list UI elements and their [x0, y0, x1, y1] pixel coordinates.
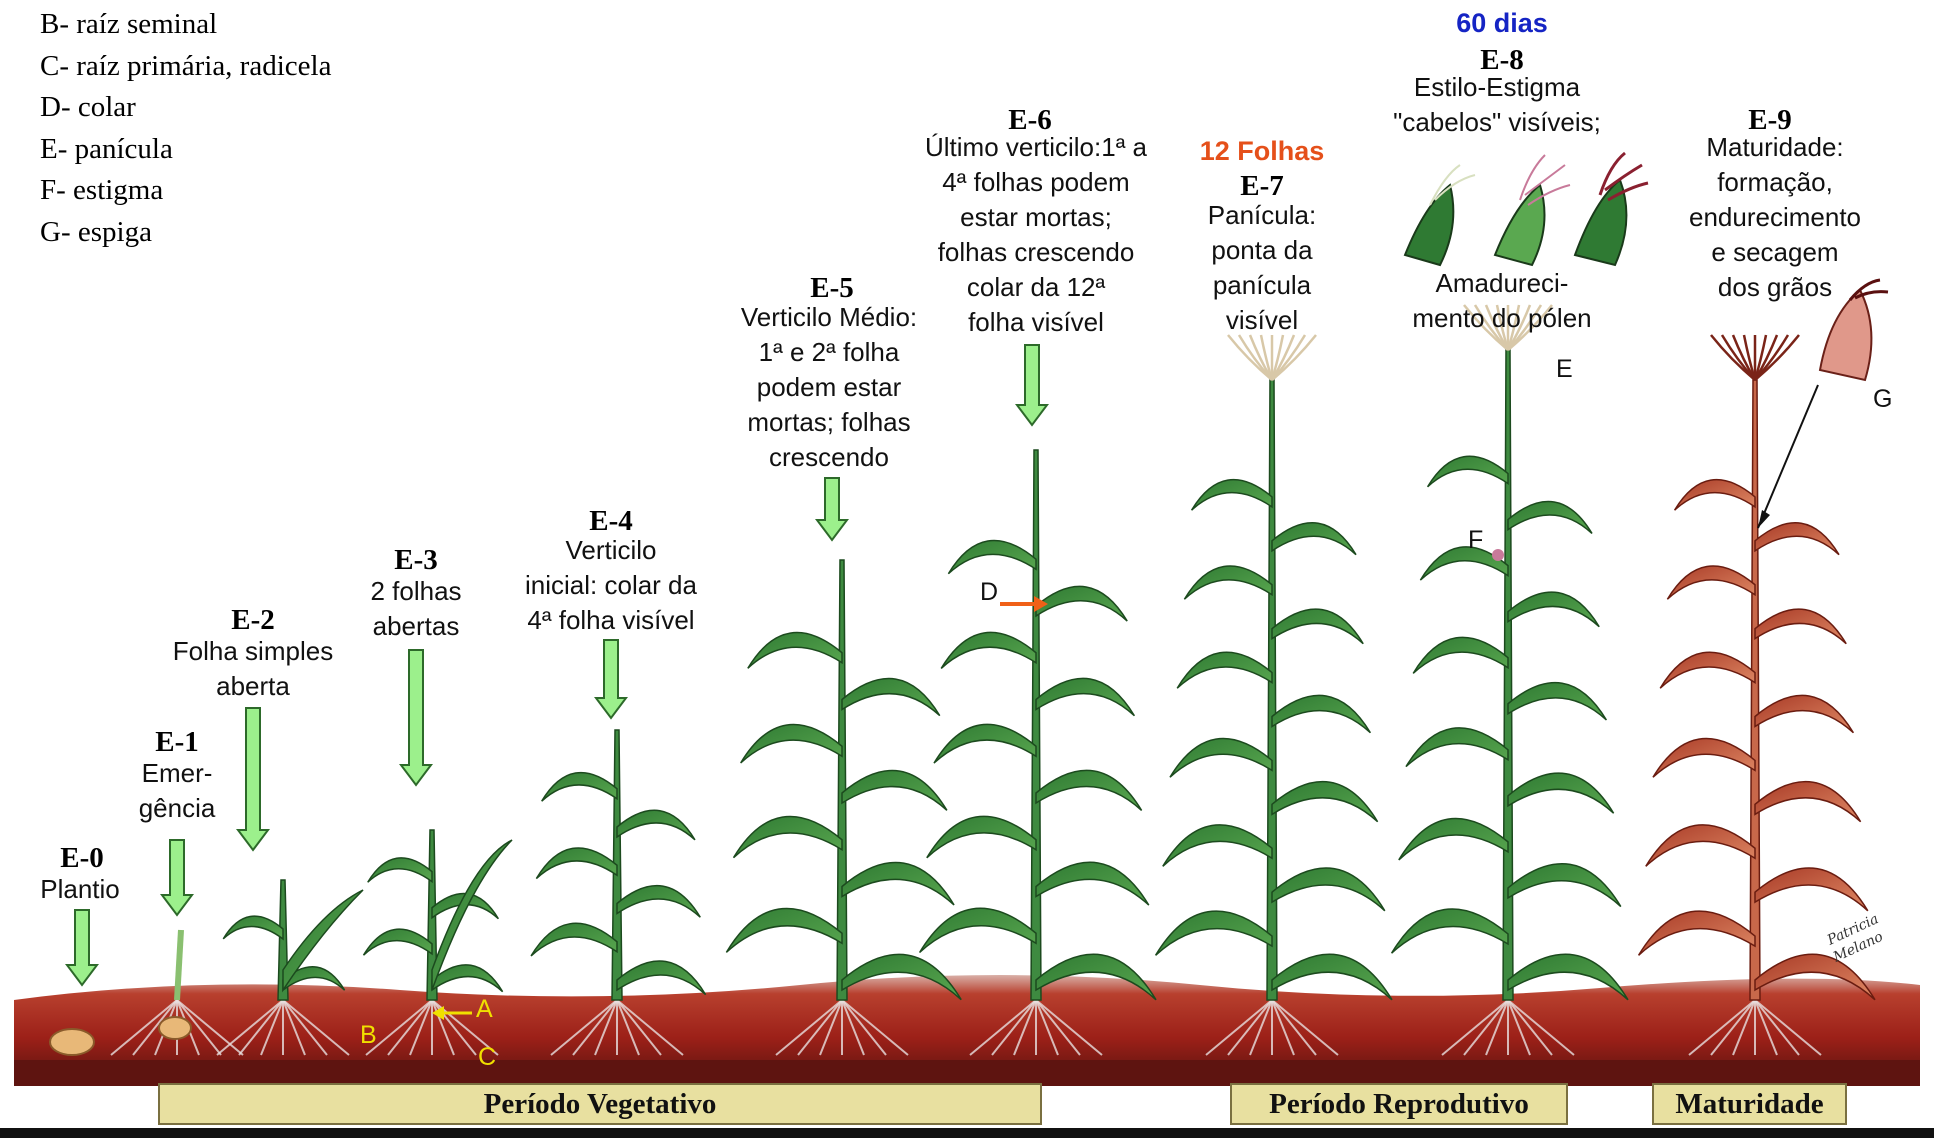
days-label: 60 dias: [1456, 8, 1548, 39]
ear-stage-1: [1405, 165, 1475, 265]
part-label-f: F: [1468, 526, 1483, 555]
stage-desc-e3: 2 folhas abertas: [370, 574, 461, 644]
desc-line: ponta da: [1208, 233, 1316, 268]
desc-line: 2 folhas: [370, 574, 461, 609]
desc-line: e secagem: [1689, 235, 1861, 270]
desc-line: folhas crescendo: [925, 235, 1147, 270]
seed: [50, 1029, 94, 1055]
legend-item: F- estigma: [40, 170, 331, 212]
stage-code-e1: E-1: [155, 726, 199, 759]
desc-line: Plantio: [40, 872, 120, 907]
desc-line: Amadureci-: [1412, 266, 1591, 301]
corn-plant: [1392, 305, 1628, 1055]
desc-line: Maturidade:: [1689, 130, 1861, 165]
stage-desc-e9: Maturidade: formação, endurecimento e se…: [1689, 130, 1861, 305]
legend: B- raíz seminal C- raíz primária, radice…: [40, 4, 331, 253]
part-label-a: A: [476, 995, 493, 1024]
legend-item: G- espiga: [40, 212, 331, 254]
legend-item: C- raíz primária, radicela: [40, 46, 331, 88]
desc-line: formação,: [1689, 165, 1861, 200]
desc-line: estar mortas;: [925, 200, 1147, 235]
part-label-e: E: [1556, 355, 1573, 384]
part-label-c: C: [478, 1043, 496, 1072]
desc-line: Estilo-Estigma: [1393, 70, 1601, 105]
stage-code-e3: E-3: [394, 544, 438, 577]
legend-item: D- colar: [40, 87, 331, 129]
down-arrow-icon: [817, 478, 847, 540]
desc-line: folha visível: [925, 305, 1147, 340]
down-arrow-icon: [67, 910, 97, 985]
leaves-label: 12 Folhas: [1200, 136, 1325, 167]
stage-desc-e5: Verticilo Médio: 1ª e 2ª folha podem est…: [741, 300, 917, 475]
part-label-b: B: [360, 1021, 377, 1050]
desc-line: abertas: [370, 609, 461, 644]
stage-desc-e6: Último verticilo:1ª a 4ª folhas podem es…: [925, 130, 1147, 340]
period-vegetative: Período Vegetativo: [158, 1083, 1042, 1125]
desc-line: Último verticilo:1ª a: [925, 130, 1147, 165]
stage-desc-e7: Panícula: ponta da panícula visível: [1208, 198, 1316, 338]
stage-code-e0: E-0: [60, 842, 104, 875]
part-label-d: D: [980, 578, 998, 607]
part-label-g: G: [1873, 385, 1892, 414]
legend-item: B- raíz seminal: [40, 4, 331, 46]
desc-line: aberta: [173, 669, 333, 704]
desc-line: colar da 12ª: [925, 270, 1147, 305]
desc-line: panícula: [1208, 268, 1316, 303]
down-arrow-icon: [596, 640, 626, 718]
stage-desc-e4: Verticilo inicial: colar da 4ª folha vis…: [525, 533, 697, 638]
desc-line: 4ª folhas podem: [925, 165, 1147, 200]
desc-line: mento do pólen: [1412, 301, 1591, 336]
desc-line: gência: [139, 791, 216, 826]
corn-plant: [1156, 335, 1392, 1055]
desc-line: endurecimento: [1689, 200, 1861, 235]
down-arrow-icon: [401, 650, 431, 785]
down-arrow-icon: [1017, 345, 1047, 425]
desc-line: Panícula:: [1208, 198, 1316, 233]
desc-line: Emer-: [139, 756, 216, 791]
desc-line: crescendo: [741, 440, 917, 475]
desc-line: visível: [1208, 303, 1316, 338]
desc-line: dos grãos: [1689, 270, 1861, 305]
stage-code-e2: E-2: [231, 604, 275, 637]
desc-line: Folha simples: [173, 634, 333, 669]
desc-line: 1ª e 2ª folha: [741, 335, 917, 370]
desc-line: 4ª folha visível: [525, 603, 697, 638]
period-maturity: Maturidade: [1652, 1083, 1847, 1125]
stage-desc-e2: Folha simples aberta: [173, 634, 333, 704]
stage-desc-e0: Plantio: [40, 872, 120, 907]
stage-desc-e8-pollen: Amadureci- mento do pólen: [1412, 266, 1591, 336]
period-reproductive: Período Reprodutivo: [1230, 1083, 1568, 1125]
corn-plant: [920, 450, 1156, 1055]
stage-desc-e1: Emer- gência: [139, 756, 216, 826]
ear-stage-2: [1495, 155, 1570, 265]
legend-item: E- panícula: [40, 129, 331, 171]
desc-line: Verticilo: [525, 533, 697, 568]
desc-line: inicial: colar da: [525, 568, 697, 603]
down-arrow-icon: [238, 708, 268, 850]
desc-line: podem estar: [741, 370, 917, 405]
desc-line: "cabelos" visíveis;: [1393, 105, 1601, 140]
stage-desc-e8: Estilo-Estigma "cabelos" visíveis;: [1393, 70, 1601, 140]
desc-line: Verticilo Médio:: [741, 300, 917, 335]
down-arrow-icon: [162, 840, 192, 915]
desc-line: mortas; folhas: [741, 405, 917, 440]
ear-stage-3: [1575, 153, 1648, 265]
